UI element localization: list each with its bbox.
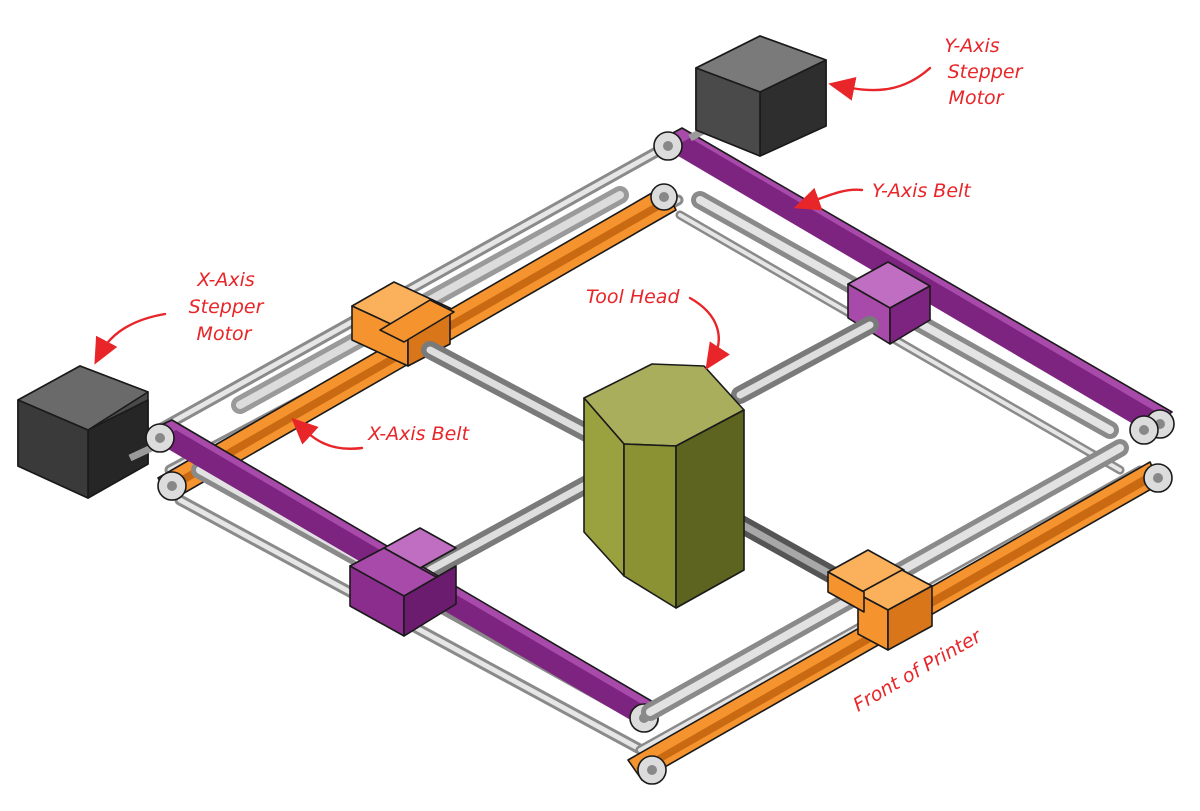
callout-arrows xyxy=(94,66,932,450)
x-motor-label-line1: X-Axis xyxy=(196,269,255,291)
y-slider-front-left xyxy=(349,527,457,637)
y-motor-label-line1: Y-Axis xyxy=(944,35,999,57)
y-slider-rear-right xyxy=(847,261,931,345)
y-motor-label-line2: Stepper xyxy=(948,61,1024,83)
y-belt-label: Y-Axis Belt xyxy=(872,180,972,202)
x-belt-label: X-Axis Belt xyxy=(367,423,471,445)
tool-head xyxy=(583,363,745,609)
y-axis-stepper-motor xyxy=(688,35,827,157)
x-slider-rear-left xyxy=(351,281,455,367)
x-slider-front-right xyxy=(827,549,933,651)
y-motor-label-line3: Motor xyxy=(949,87,1005,109)
x-motor-label-line2: Stepper xyxy=(189,296,265,318)
tool-head-label: Tool Head xyxy=(586,286,680,308)
x-axis-stepper-motor xyxy=(17,365,162,499)
x-motor-label-line3: Motor xyxy=(197,323,253,345)
